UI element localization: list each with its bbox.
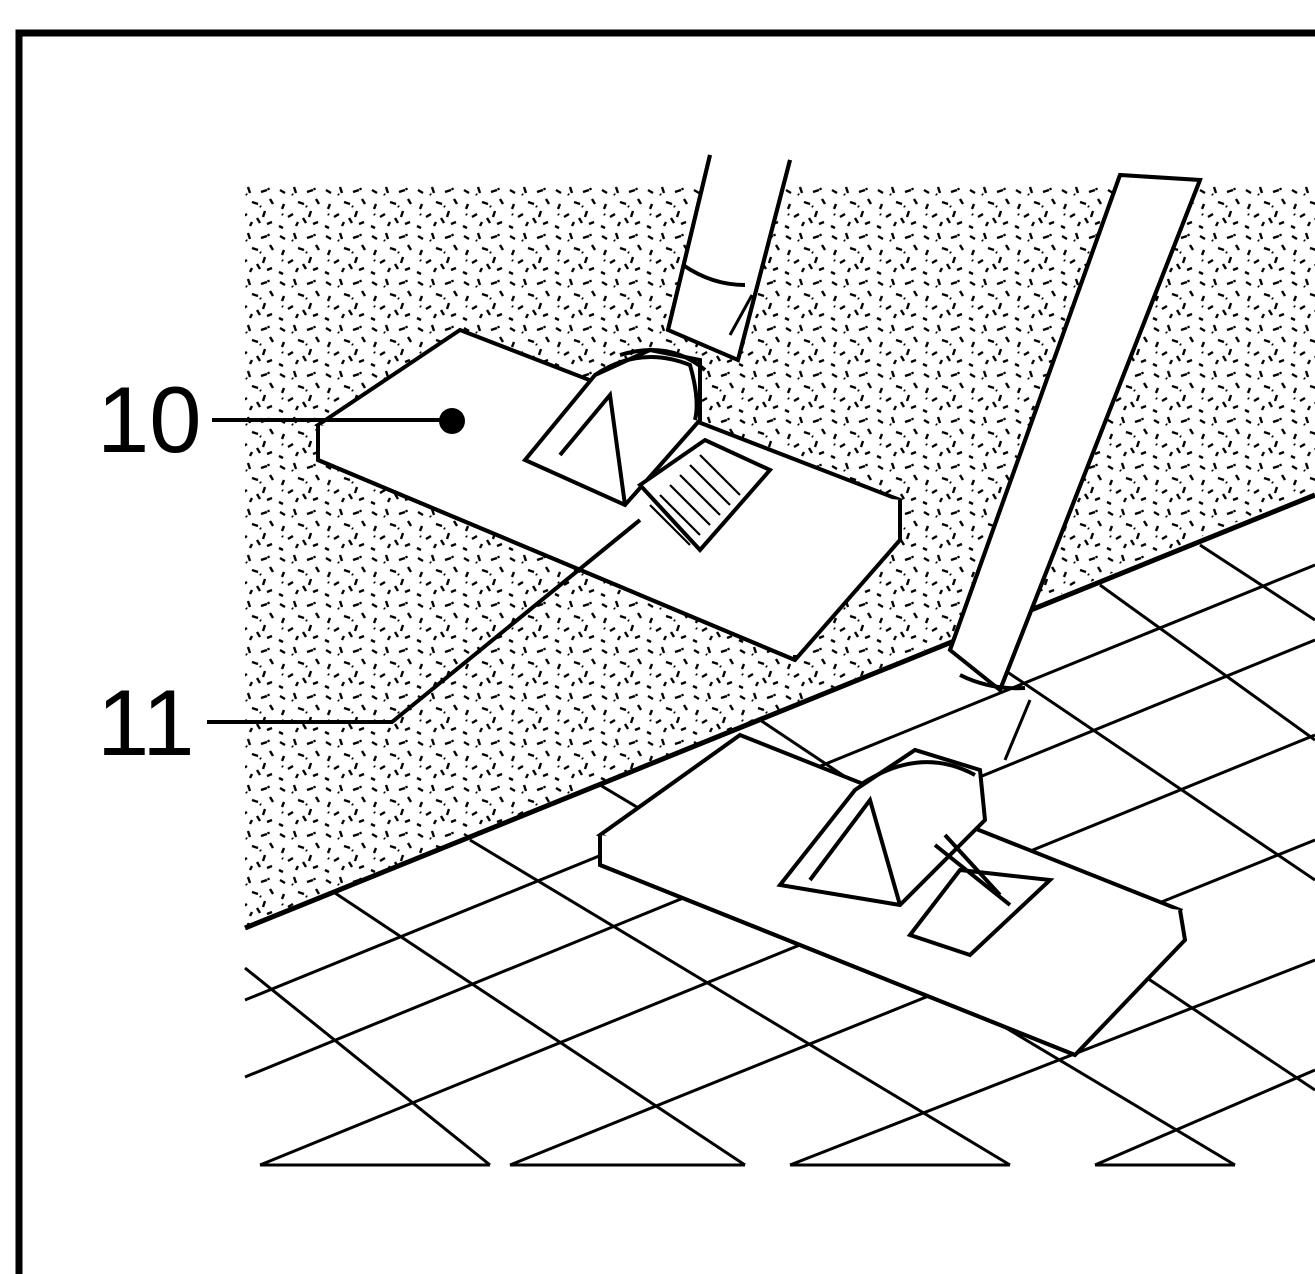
callout-11: 11 xyxy=(97,518,642,775)
nozzle-on-carpet xyxy=(313,154,904,663)
carpet-edge xyxy=(244,492,1315,931)
nozzle-on-tiles xyxy=(596,172,1203,1058)
callout-10: 10 xyxy=(97,367,465,472)
label-10: 10 xyxy=(97,367,202,472)
callout-10-dot xyxy=(439,408,465,434)
frame-border xyxy=(15,29,1315,1274)
label-11: 11 xyxy=(97,670,195,775)
